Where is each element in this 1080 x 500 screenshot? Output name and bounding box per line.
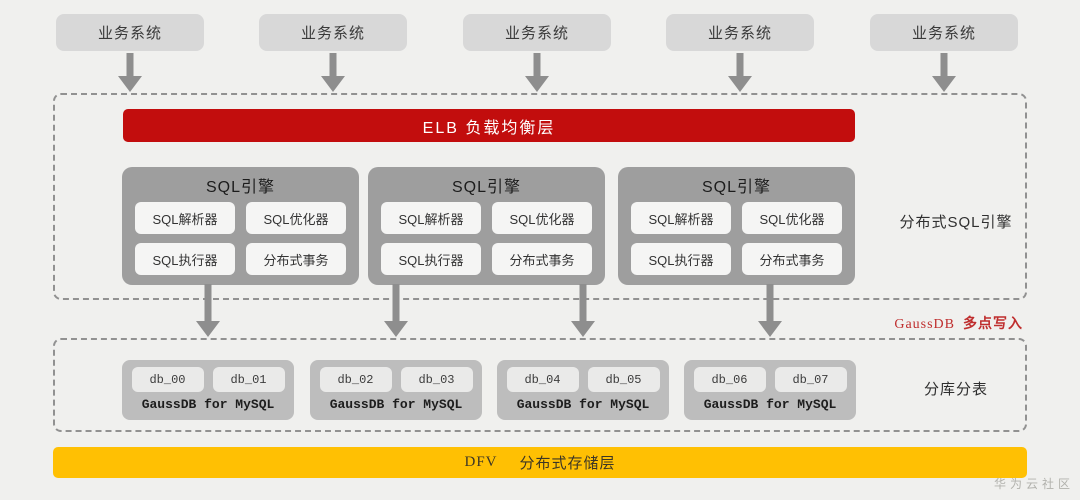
gaussdb-mysql-title: GaussDB for MySQL — [329, 397, 463, 412]
arrow-head — [525, 76, 549, 92]
sql-engine-modules: SQL解析器 SQL优化器 SQL执行器 分布式事务 — [135, 202, 346, 275]
dfv-label: 分布式存储层 — [519, 455, 616, 472]
business-system-box-4: 业务系统 — [666, 14, 814, 51]
gaussdb-mysql-node-3: db_04 db_05 GaussDB for MySQL — [497, 360, 669, 420]
gaussdb-mysql-node-4: db_06 db_07 GaussDB for MySQL — [684, 360, 856, 420]
sql-engine-title: SQL引擎 — [701, 178, 772, 196]
module-sql-executor: SQL执行器 — [135, 243, 235, 275]
gaussdb-mysql-node-1: db_00 db_01 GaussDB for MySQL — [122, 360, 294, 420]
db-shard-chip: db_02 — [319, 367, 392, 392]
elb-label: ELB 负载均衡层 — [422, 119, 556, 137]
arrow-head — [196, 321, 220, 337]
arrow-head — [932, 76, 956, 92]
down-arrow-icon — [758, 284, 782, 337]
arrow-head — [321, 76, 345, 92]
arrow-head — [384, 321, 408, 337]
module-sql-executor: SQL执行器 — [631, 243, 731, 275]
db-shard-chip: db_03 — [400, 367, 473, 392]
db-chip-row: db_06 db_07 — [684, 367, 856, 392]
down-arrow-icon — [384, 284, 408, 337]
gaussdb-mysql-title: GaussDB for MySQL — [703, 397, 837, 412]
sql-engine-modules: SQL解析器 SQL优化器 SQL执行器 分布式事务 — [631, 202, 842, 275]
db-shard-chip: db_07 — [774, 367, 847, 392]
db-shard-chip: db_01 — [212, 367, 285, 392]
sql-engine-box-1: SQL引擎 SQL解析器 SQL优化器 SQL执行器 分布式事务 — [122, 167, 359, 285]
down-arrow-icon — [571, 284, 595, 337]
arrow-stem — [940, 53, 948, 77]
arrow-stem — [533, 53, 541, 77]
arrow-stem — [329, 53, 337, 77]
down-arrow-icon — [321, 53, 345, 92]
arrow-stem — [204, 284, 212, 322]
dfv-product-name: DFV — [464, 454, 498, 470]
down-arrow-icon — [728, 53, 752, 92]
gaussdb-mysql-node-2: db_02 db_03 GaussDB for MySQL — [310, 360, 482, 420]
business-system-box-3: 业务系统 — [463, 14, 611, 51]
module-distributed-transaction: 分布式事务 — [742, 243, 842, 275]
arrow-stem — [736, 53, 744, 77]
arrow-head — [758, 321, 782, 337]
arrow-head — [118, 76, 142, 92]
business-system-label: 业务系统 — [911, 25, 976, 42]
arrow-stem — [392, 284, 400, 322]
dfv-storage-bar: DFV 分布式存储层 — [53, 447, 1027, 478]
db-shard-chip: db_06 — [693, 367, 766, 392]
sql-engine-box-2: SQL引擎 SQL解析器 SQL优化器 SQL执行器 分布式事务 — [368, 167, 605, 285]
sql-engine-modules: SQL解析器 SQL优化器 SQL执行器 分布式事务 — [381, 202, 592, 275]
sharding-label: 分库分表 — [923, 381, 988, 398]
arrow-head — [571, 321, 595, 337]
gaussdb-mysql-title: GaussDB for MySQL — [141, 397, 275, 412]
module-sql-parser: SQL解析器 — [631, 202, 731, 234]
db-shard-chip: db_05 — [587, 367, 660, 392]
db-chip-row: db_02 db_03 — [310, 367, 482, 392]
down-arrow-icon — [118, 53, 142, 92]
arrow-stem — [126, 53, 134, 77]
business-system-label: 业务系统 — [300, 25, 365, 42]
sql-engine-box-3: SQL引擎 SQL解析器 SQL优化器 SQL执行器 分布式事务 — [618, 167, 855, 285]
business-system-label: 业务系统 — [707, 25, 772, 42]
module-distributed-transaction: 分布式事务 — [492, 243, 592, 275]
module-sql-optimizer: SQL优化器 — [246, 202, 346, 234]
business-system-label: 业务系统 — [97, 25, 162, 42]
multi-write-text: 多点写入 — [963, 315, 1023, 331]
gaussdb-mysql-title: GaussDB for MySQL — [516, 397, 650, 412]
down-arrow-icon — [525, 53, 549, 92]
module-distributed-transaction: 分布式事务 — [246, 243, 346, 275]
gaussdb-multi-write-label: GaussDB 多点写入 — [894, 313, 1023, 333]
module-sql-executor: SQL执行器 — [381, 243, 481, 275]
business-system-box-5: 业务系统 — [870, 14, 1018, 51]
arrow-stem — [766, 284, 774, 322]
elb-load-balancer-bar: ELB 负载均衡层 — [123, 109, 855, 142]
sql-engine-title: SQL引擎 — [451, 178, 522, 196]
business-system-box-2: 业务系统 — [259, 14, 407, 51]
business-system-label: 业务系统 — [504, 25, 569, 42]
down-arrow-icon — [196, 284, 220, 337]
gaussdb-product-name: GaussDB — [894, 317, 955, 332]
arrow-head — [728, 76, 752, 92]
sql-engine-layer-container — [53, 93, 1027, 300]
db-shard-chip: db_00 — [131, 367, 204, 392]
arrow-stem — [579, 284, 587, 322]
db-shard-chip: db_04 — [506, 367, 579, 392]
down-arrow-icon — [932, 53, 956, 92]
sql-engine-title: SQL引擎 — [205, 178, 276, 196]
module-sql-parser: SQL解析器 — [135, 202, 235, 234]
business-system-box-1: 业务系统 — [56, 14, 204, 51]
module-sql-optimizer: SQL优化器 — [492, 202, 592, 234]
db-chip-row: db_00 db_01 — [122, 367, 294, 392]
shard-layer-container — [53, 338, 1027, 432]
db-chip-row: db_04 db_05 — [497, 367, 669, 392]
huawei-cloud-community-watermark: 华为云社区 — [993, 477, 1074, 491]
distributed-sql-engine-label: 分布式SQL引擎 — [899, 214, 1013, 231]
module-sql-parser: SQL解析器 — [381, 202, 481, 234]
module-sql-optimizer: SQL优化器 — [742, 202, 842, 234]
